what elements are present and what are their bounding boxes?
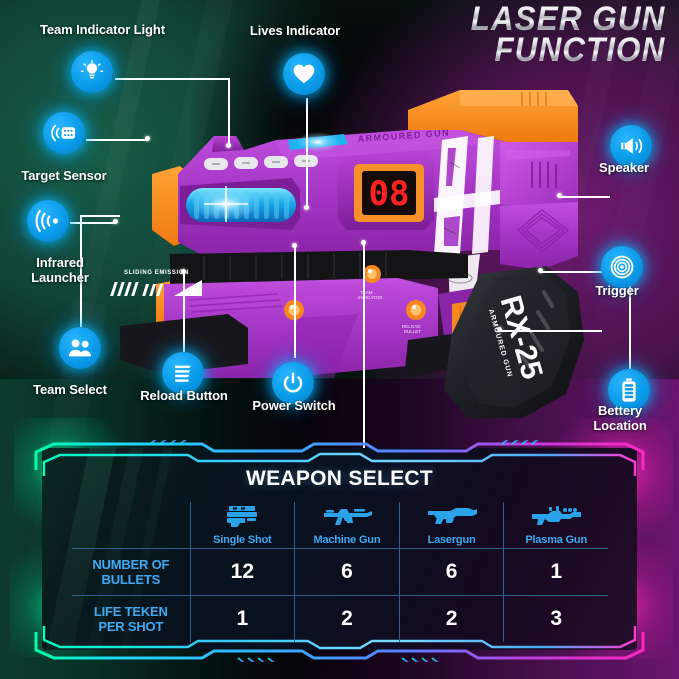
lightbulb-icon (80, 60, 104, 84)
svg-text:BULLET: BULLET (404, 329, 421, 334)
badge-team-select[interactable] (59, 327, 101, 369)
cell-bullets-single-shot: 12 (189, 548, 296, 596)
leader-dot-power-switch (292, 243, 297, 248)
plasmagun-icon (504, 504, 608, 533)
speaker-icon (618, 135, 644, 157)
caption-speaker: Speaker (599, 160, 649, 175)
svg-text:RELOAD: RELOAD (402, 324, 421, 329)
leader-line-team-select (80, 215, 82, 327)
leader-dot-trigger (497, 327, 502, 332)
leader-dot-reload-button (181, 269, 186, 274)
page-title: LASER GUN FUNCTION (456, 0, 665, 67)
column-label-single-shot: Single Shot (213, 534, 272, 546)
cell-bullets-plasma-gun: 1 (503, 548, 608, 596)
reload-bars-icon (171, 361, 195, 385)
table-header-row: Single Shot Machine Gun (72, 502, 608, 549)
badge-reload-button[interactable] (162, 352, 204, 394)
lives-display-value: 08 (369, 174, 410, 214)
badge-lives-indicator[interactable] (283, 53, 325, 95)
column-header-plasma-gun[interactable]: Plasma Gun (503, 502, 608, 549)
column-label-plasma-gun: Plasma Gun (525, 534, 587, 546)
heart-icon (292, 63, 316, 85)
sliding-emission-text: SLIDING EMISSION (124, 270, 189, 276)
badge-trigger[interactable] (601, 246, 643, 288)
title-line-1: LASER GUN (470, 0, 665, 38)
leader-line-team-indicator-light (115, 78, 229, 80)
column-header-single-shot[interactable]: Single Shot (189, 502, 296, 549)
svg-text:TEAM: TEAM (360, 290, 373, 295)
column-label-machine-gun: Machine Gun (313, 534, 381, 546)
power-icon (281, 371, 305, 395)
leader-dot-lives-indicator (304, 205, 309, 210)
leader-line-reload-button (183, 272, 185, 352)
badge-team-indicator-light[interactable] (71, 51, 113, 93)
leader-line-trigger (500, 330, 602, 332)
sensor-icon (51, 122, 77, 144)
laser-gun-illustration: 08 ARMOURED GUN (110, 90, 584, 418)
column-header-lasergun[interactable]: Lasergun (398, 502, 505, 549)
caption-infrared-launcher: Infrared Launcher (31, 255, 89, 285)
caption-team-select: Team Select (33, 382, 107, 397)
badge-infrared-launcher[interactable] (27, 200, 69, 242)
caption-bettery-location: Bettery Location (593, 403, 647, 433)
panel-title: WEAPON SELECT (245, 467, 434, 490)
table-corner-cell (72, 502, 191, 549)
cell-life-lasergun: 2 (398, 595, 505, 642)
target-rings-icon (609, 254, 635, 280)
column-label-lasergun: Lasergun (427, 534, 476, 546)
orange-indicator-button-2 (406, 300, 426, 320)
title-line-2: FUNCTION (470, 33, 665, 67)
table-row: NUMBER OF BULLETS 12 6 6 1 (72, 548, 608, 596)
caption-lives-indicator: Lives Indicator (249, 23, 341, 38)
cell-bullets-machine-gun: 6 (294, 548, 400, 596)
cell-bullets-lasergun: 6 (398, 548, 505, 596)
caption-power-switch: Power Switch (252, 398, 336, 413)
leader-line-secondary (363, 243, 365, 461)
weapon-select-panel: WEAPON SELECT (32, 440, 647, 662)
leader-line-bettery-location (540, 271, 630, 273)
leader-line-lives-indicator (306, 98, 308, 208)
svg-text:INDICATOR: INDICATOR (358, 295, 383, 300)
row-label-life-teken-per-shot: LIFE TEKEN PER SHOT (72, 595, 191, 642)
weapon-select-table: Single Shot Machine Gun (72, 502, 608, 642)
leader-dot-secondary (361, 240, 366, 245)
leader-line-bettery-location (629, 271, 631, 369)
badge-target-sensor[interactable] (43, 112, 85, 154)
caption-trigger: Trigger (595, 283, 639, 298)
rifle-icon (295, 504, 399, 533)
orange-indicator-button (363, 265, 381, 283)
leader-line-team-indicator-light (228, 78, 230, 146)
two-people-icon (67, 337, 93, 359)
caption-reload-button: Reload Button (140, 388, 228, 403)
leader-line-speaker (560, 196, 610, 198)
leader-line-target-sensor (86, 139, 148, 141)
cell-life-machine-gun: 2 (294, 595, 400, 642)
signal-waves-icon (35, 209, 61, 233)
lasergun-icon (400, 504, 504, 533)
caption-target-sensor: Target Sensor (21, 168, 107, 183)
leader-dot-target-sensor (145, 136, 150, 141)
leader-dot-infrared-launcher (113, 219, 118, 224)
cell-life-plasma-gun: 3 (503, 595, 608, 642)
leader-dot-bettery-location (538, 268, 543, 273)
table-row: LIFE TEKEN PER SHOT 1 2 2 3 (72, 595, 608, 642)
leader-line-infrared-launcher (70, 222, 115, 224)
leader-line-power-switch (294, 246, 296, 358)
leader-dot-speaker (557, 193, 562, 198)
cell-life-single-shot: 1 (189, 595, 296, 642)
column-header-machine-gun[interactable]: Machine Gun (294, 502, 400, 549)
row-label-number-of-bullets: NUMBER OF BULLETS (72, 548, 191, 596)
pistol-icon (191, 504, 295, 533)
badge-bettery-location[interactable] (608, 369, 650, 411)
badge-speaker[interactable] (610, 125, 652, 167)
leader-line-team-select (80, 215, 120, 217)
leader-dot-team-indicator-light (226, 143, 231, 148)
caption-team-indicator-light: Team Indicator Light (40, 22, 165, 37)
badge-power-switch[interactable] (272, 362, 314, 404)
battery-icon (619, 377, 639, 403)
